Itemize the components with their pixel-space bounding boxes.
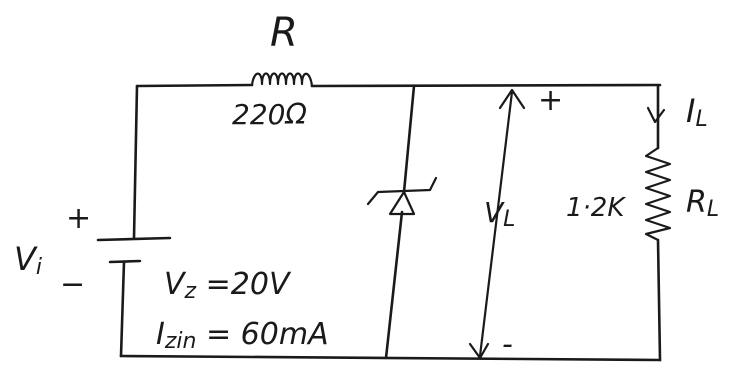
load-resistor-value: 1·2K: [566, 193, 626, 223]
output-voltage-arrow-line: [478, 90, 514, 358]
zener-wire-bottom: [384, 210, 404, 360]
load-current-label: IL: [686, 92, 708, 132]
battery-long-plate: [96, 236, 172, 242]
zener-diode-bar: [366, 176, 438, 206]
source-minus-sign: −: [60, 267, 85, 302]
series-resistor-value: 220Ω: [232, 98, 307, 131]
bottom-wire: [119, 354, 662, 362]
source-voltage-label: Vi: [14, 240, 42, 280]
load-resistor-name: RL: [686, 185, 719, 222]
left-wire-bottom: [119, 260, 126, 358]
battery-short-plate: [108, 259, 142, 264]
top-wire-right: [310, 83, 662, 88]
load-resistor-symbol: [644, 146, 672, 242]
output-voltage-arrow-up-icon: [498, 88, 526, 110]
zener-min-current-label: Izin = 60mA: [156, 317, 329, 354]
output-voltage-arrow-down-icon: [468, 342, 490, 360]
output-minus-sign: -: [502, 327, 513, 362]
output-voltage-label: VL: [484, 196, 515, 232]
load-wire-bottom: [656, 238, 662, 362]
zener-voltage-label: Vz =20V: [164, 267, 292, 304]
load-current-arrow-icon: [646, 106, 666, 124]
output-plus-sign: +: [538, 83, 563, 118]
top-wire-left: [135, 83, 254, 88]
left-wire-top: [132, 84, 139, 240]
series-resistor-name: R: [270, 10, 298, 56]
zener-diode-triangle: [388, 190, 416, 216]
zener-wire-top: [402, 84, 416, 194]
source-plus-sign: +: [66, 201, 91, 236]
series-resistor-symbol: [250, 72, 314, 88]
